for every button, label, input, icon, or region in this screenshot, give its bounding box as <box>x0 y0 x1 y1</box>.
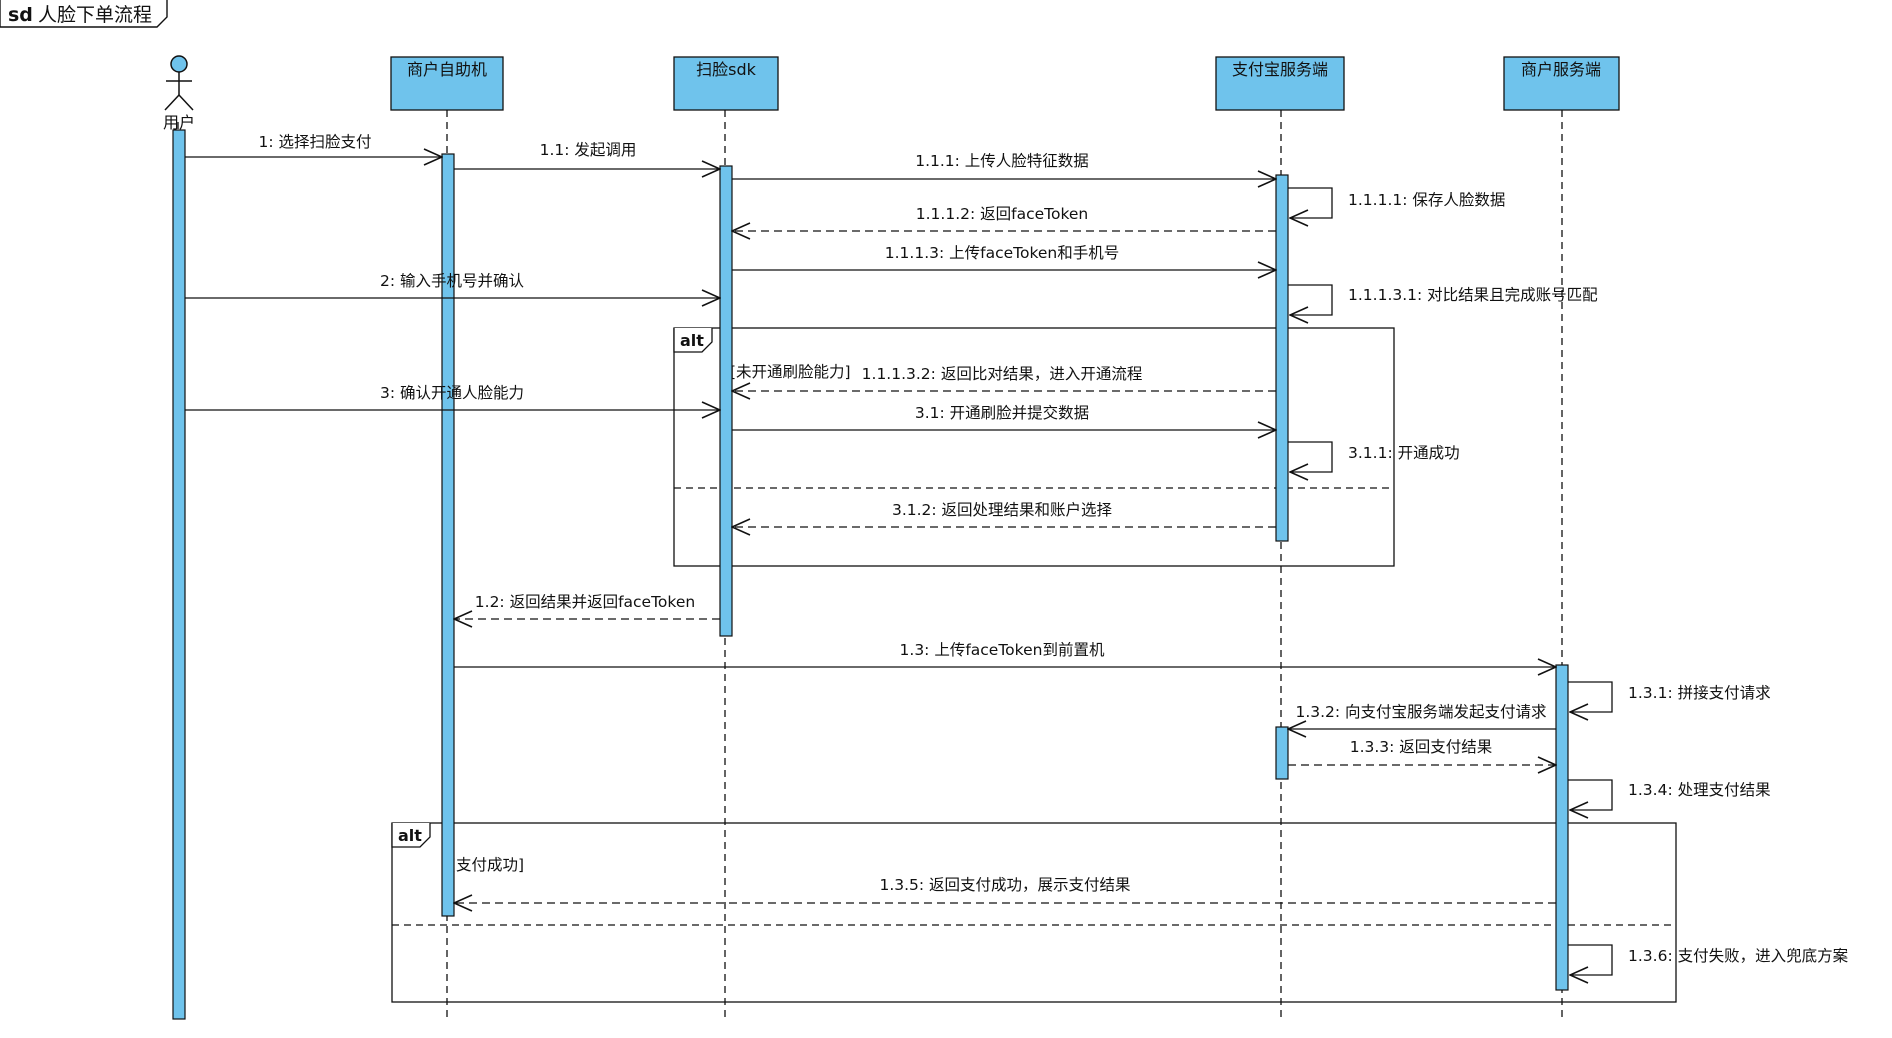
message-1-1-1-label: 1.1.1: 上传人脸特征数据 <box>915 152 1089 170</box>
messages <box>185 157 1613 975</box>
message-labels: 1: 选择扫脸支付 1.1: 发起调用 1.1.1: 上传人脸特征数据 1.1.… <box>258 133 1848 965</box>
message-1-1-1-1-arrow <box>1288 187 1333 218</box>
message-1-3-1-arrow <box>1568 681 1613 712</box>
message-1-3-3-label: 1.3.3: 返回支付结果 <box>1350 738 1493 756</box>
activation-user <box>172 129 186 1020</box>
fragment-alt-2-operator: alt <box>398 826 422 845</box>
message-3-1-2-label: 3.1.2: 返回处理结果和账户选择 <box>892 501 1113 519</box>
activation-sdk <box>719 165 733 637</box>
fragment-alt-1-guard: [未开通刷脸能力] <box>730 363 851 381</box>
participant-merchant-label: 商户服务端 <box>1521 60 1601 79</box>
message-1-2-label: 1.2: 返回结果并返回faceToken <box>475 593 695 611</box>
participant-kiosk: 商户自助机 <box>390 56 504 111</box>
activation-alipay-2 <box>1275 726 1289 780</box>
fragment-alt-1-operator: alt <box>680 331 704 350</box>
message-3-1-1-label: 3.1.1: 开通成功 <box>1348 444 1460 462</box>
lifelines <box>177 110 1563 1020</box>
actor-user <box>164 55 194 111</box>
message-3-label: 3: 确认开通人脸能力 <box>380 384 524 402</box>
message-1-3-6-label: 1.3.6: 支付失败，进入兜底方案 <box>1628 947 1849 965</box>
actor-head <box>170 55 188 73</box>
participant-alipay: 支付宝服务端 <box>1215 56 1345 111</box>
message-1-3-5-label: 1.3.5: 返回支付成功，展示支付结果 <box>879 876 1130 894</box>
activation-kiosk <box>441 153 455 917</box>
message-1-3-6-arrow <box>1568 944 1613 975</box>
activations <box>172 129 1569 1020</box>
message-3-1-1-arrow <box>1288 441 1333 472</box>
message-1-1-1-3-2-label: 1.1.1.3.2: 返回比对结果，进入开通流程 <box>862 365 1143 383</box>
fragment-alt-1: alt [未开通刷脸能力] <box>673 327 1395 567</box>
message-1-3-1-label: 1.3.1: 拼接支付请求 <box>1628 684 1771 702</box>
frame-title: 人脸下单流程 <box>38 4 152 26</box>
frame-keyword: sd <box>8 4 33 26</box>
participant-merchant: 商户服务端 <box>1503 56 1620 111</box>
message-1-1-1-2-label: 1.1.1.2: 返回faceToken <box>916 205 1089 223</box>
participant-sdk-label: 扫脸sdk <box>696 60 756 79</box>
message-1-3-4-arrow <box>1568 779 1613 810</box>
activation-merchant <box>1555 664 1569 991</box>
message-1-3-4-label: 1.3.4: 处理支付结果 <box>1628 781 1771 799</box>
actor-label: 用户 <box>163 113 195 132</box>
fragment-alt-2-guard: [支付成功] <box>450 856 524 874</box>
message-1-3-label: 1.3: 上传faceToken到前置机 <box>900 641 1105 659</box>
participant-alipay-label: 支付宝服务端 <box>1232 60 1328 79</box>
frame-tab: sd 人脸下单流程 <box>0 0 168 28</box>
message-2-label: 2: 输入手机号并确认 <box>380 272 524 290</box>
message-1-3-2-label: 1.3.2: 向支付宝服务端发起支付请求 <box>1295 703 1546 721</box>
participant-kiosk-label: 商户自助机 <box>407 60 487 79</box>
fragment-alt-2: alt [支付成功] <box>391 822 1677 1003</box>
message-1-1-1-1-label: 1.1.1.1: 保存人脸数据 <box>1348 191 1505 209</box>
message-1-label: 1: 选择扫脸支付 <box>258 133 371 151</box>
message-1-1-1-3-1-label: 1.1.1.3.1: 对比结果且完成账号匹配 <box>1348 286 1598 304</box>
message-1-1-1-3-1-arrow <box>1288 284 1333 315</box>
message-1-1-1-3-label: 1.1.1.3: 上传faceToken和手机号 <box>885 244 1120 262</box>
activation-alipay-1 <box>1275 174 1289 542</box>
message-3-1-label: 3.1: 开通刷脸并提交数据 <box>915 404 1089 422</box>
participant-sdk: 扫脸sdk <box>673 56 779 111</box>
message-1-1-label: 1.1: 发起调用 <box>540 141 637 159</box>
